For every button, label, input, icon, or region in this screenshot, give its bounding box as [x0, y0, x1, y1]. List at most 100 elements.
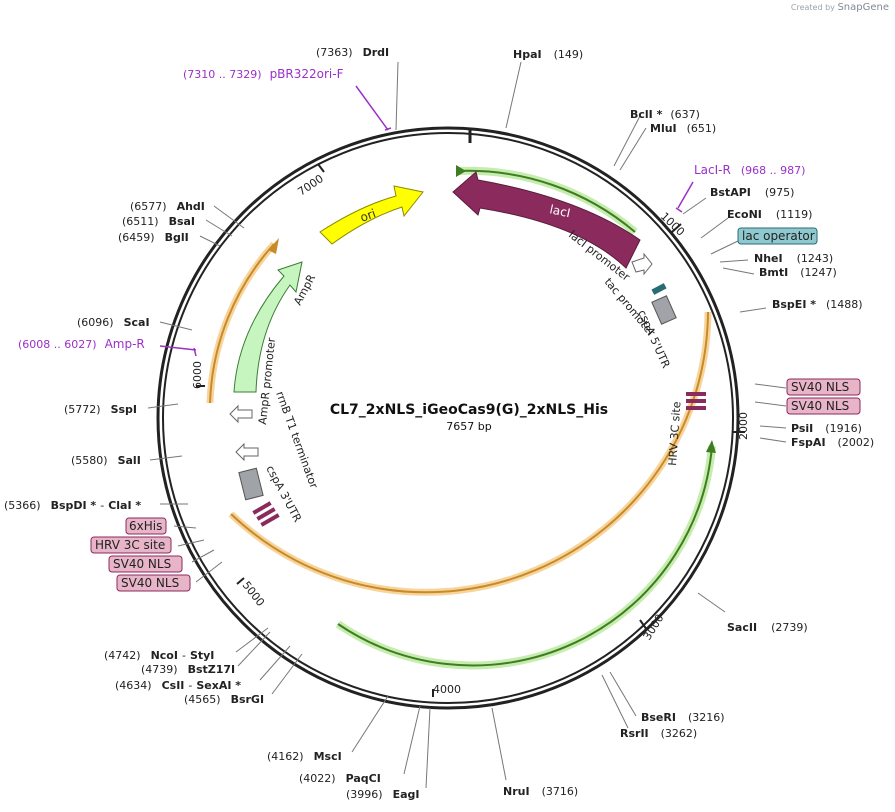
svg-text:(5580)SalI: (5580)SalI: [71, 454, 141, 467]
sv40-nls-mark: [686, 392, 706, 396]
enzyme-pos: (6577): [130, 200, 167, 213]
cspA5-utr-feature: [651, 295, 677, 325]
enzyme-name: RsrII: [620, 727, 649, 740]
brand-prefix: Created by: [790, 3, 835, 12]
svg-text:LacI-R(968 .. 987): LacI-R (968 .. 987): [694, 163, 805, 177]
enzyme-name: NheI: [754, 252, 783, 265]
svg-text:BseRI(3216): BseRI(3216): [641, 711, 725, 724]
enzyme-name: NruI: [503, 785, 530, 798]
enzyme-name: SspI: [111, 403, 137, 416]
svg-text:RsrII(3262): RsrII (3262): [620, 727, 697, 740]
svg-text:(7363)DrdI: (7363)DrdI: [316, 46, 389, 59]
enzyme-name: SacII: [727, 621, 757, 634]
enzyme-name: BspEI *: [772, 298, 816, 311]
svg-text:MluI(651): MluI (651): [650, 122, 716, 135]
primer-name: LacI-R: [694, 163, 731, 177]
enzyme-pos: (6459): [118, 231, 155, 244]
rrnb-terminator-arrow: [235, 442, 259, 462]
tag-box: [116, 574, 191, 592]
ampr-feature: [233, 261, 303, 393]
hrv3c-mark: [686, 406, 706, 410]
sv40-nls-mark: [686, 399, 706, 403]
enzyme-name: HpaI: [513, 48, 542, 61]
enzyme-pos: (4742): [104, 649, 141, 662]
tick-label: 4000: [433, 683, 461, 696]
enzyme-pos: (5772): [64, 403, 101, 416]
svg-text:PsiI(1916): PsiI (1916): [791, 422, 862, 435]
primer-range: (7310 .. 7329): [183, 68, 262, 81]
enzyme-name: BspDI *: [51, 499, 97, 512]
svg-text:(4742)NcoI-StyI: (4742)NcoI-StyI: [104, 649, 214, 662]
svg-text:(4162)MscI: (4162)MscI: [267, 750, 342, 763]
svg-text:SacII(2739): SacII(2739): [727, 621, 808, 634]
tag-box: [786, 397, 861, 415]
cspA3-label: cspA 3'UTR: [263, 463, 304, 524]
hrv3c-inner-label: HRV 3C site: [666, 401, 683, 466]
laci-label: lacI: [548, 202, 571, 220]
enzyme-pos: (149): [554, 48, 584, 61]
tag-box: [108, 555, 183, 573]
plasmid-name: CL7_2xNLS_iGeoCas9(G)_2xNLS_His: [330, 402, 608, 418]
cds-green-arrowhead: [706, 440, 716, 453]
enzyme-pos: (4162): [267, 750, 304, 763]
svg-text:(7310 .. 7329)pBR322ori-F: (7310 .. 7329)pBR322ori-F: [183, 67, 344, 81]
svg-text:(5772)SspI: (5772) SspI: [64, 403, 137, 416]
enzyme-pos: (651): [687, 122, 717, 135]
enzyme-pos: (1247): [800, 266, 837, 279]
enzyme-name: BmtI: [759, 266, 788, 279]
enzyme-name: BglI: [165, 231, 189, 244]
primer-name: Amp-R: [105, 337, 145, 351]
enzyme-name: PsiI: [791, 422, 813, 435]
enzyme-name: BsrGI: [231, 693, 264, 706]
enzyme-pos: (1916): [825, 422, 862, 435]
enzyme-pos: (1488): [826, 298, 863, 311]
svg-text:(6008 .. 6027)Amp-R: (6008 .. 6027)Amp-R: [18, 337, 145, 351]
brand-name: SnapGene: [837, 2, 889, 13]
tag-label: 6xHis: [129, 519, 162, 533]
cds-green-arc: [457, 169, 636, 233]
ori-label: ori: [358, 206, 377, 224]
svg-text:BclI *(637): BclI *(637): [630, 108, 700, 121]
leader-lines: [147, 61, 787, 789]
nls-mark: [260, 513, 280, 527]
cds-orange-arc: [209, 243, 275, 404]
enzyme-name: MluI: [650, 122, 677, 135]
enzyme-name: NcoI: [151, 649, 178, 662]
enzyme-pos: (1119): [776, 208, 813, 221]
tick-mark: [671, 223, 682, 233]
primer-range: (968 .. 987): [741, 164, 806, 177]
tag-label: SV40 NLS: [791, 380, 849, 394]
enzyme-pos: (1243): [797, 252, 834, 265]
svg-text:HpaI(149): HpaI (149): [513, 48, 583, 61]
enzyme-pos: (3262): [661, 727, 698, 740]
boxed-labels: lac operator SV40 NLS SV40 NLS 6xHis HRV…: [90, 227, 861, 592]
enzyme-pos: (3996): [346, 788, 383, 801]
tag-box: [786, 378, 861, 396]
enzyme-name: ClaI *: [108, 499, 141, 512]
svg-text:(3996)EagI: (3996) EagI: [346, 788, 419, 801]
cds-green-arrowhead: [456, 165, 466, 177]
his-mark: [252, 501, 272, 515]
enzyme-name: EcoNI: [727, 208, 762, 221]
tick-label: 5000: [240, 579, 267, 609]
lacI-promoter-arrow: [631, 252, 653, 276]
enzyme-name: EagI: [393, 788, 420, 801]
enzyme-pos: (4634): [115, 679, 152, 692]
tag-label: SV40 NLS: [113, 557, 171, 571]
svg-text:BmtI(1247): BmtI (1247): [759, 266, 837, 279]
operator-label: lac operator: [742, 229, 815, 243]
svg-text:(6511)BsaI: (6511)BsaI: [122, 215, 195, 228]
svg-text:(4565)BsrGI: (4565)BsrGI: [184, 693, 264, 706]
enzyme-pos: (6096): [77, 316, 114, 329]
svg-text:NruI(3716): NruI(3716): [503, 785, 578, 798]
enzyme-name: BstZ17I: [188, 663, 236, 676]
svg-text:NheI(1243): NheI (1243): [754, 252, 833, 265]
enzyme-labels: HpaI(149) BclI *(637) MluI(651) BstAPI(9…: [4, 46, 874, 801]
tag-box: [90, 536, 172, 554]
tag-label: SV40 NLS: [121, 576, 179, 590]
svg-text:BstAPI(975): BstAPI(975): [710, 186, 794, 199]
svg-text:(4739)BstZ17I: (4739)BstZ17I: [141, 663, 235, 676]
svg-text:EcoNI(1119): EcoNI (1119): [727, 208, 812, 221]
enzyme-name: BstAPI: [710, 186, 751, 199]
